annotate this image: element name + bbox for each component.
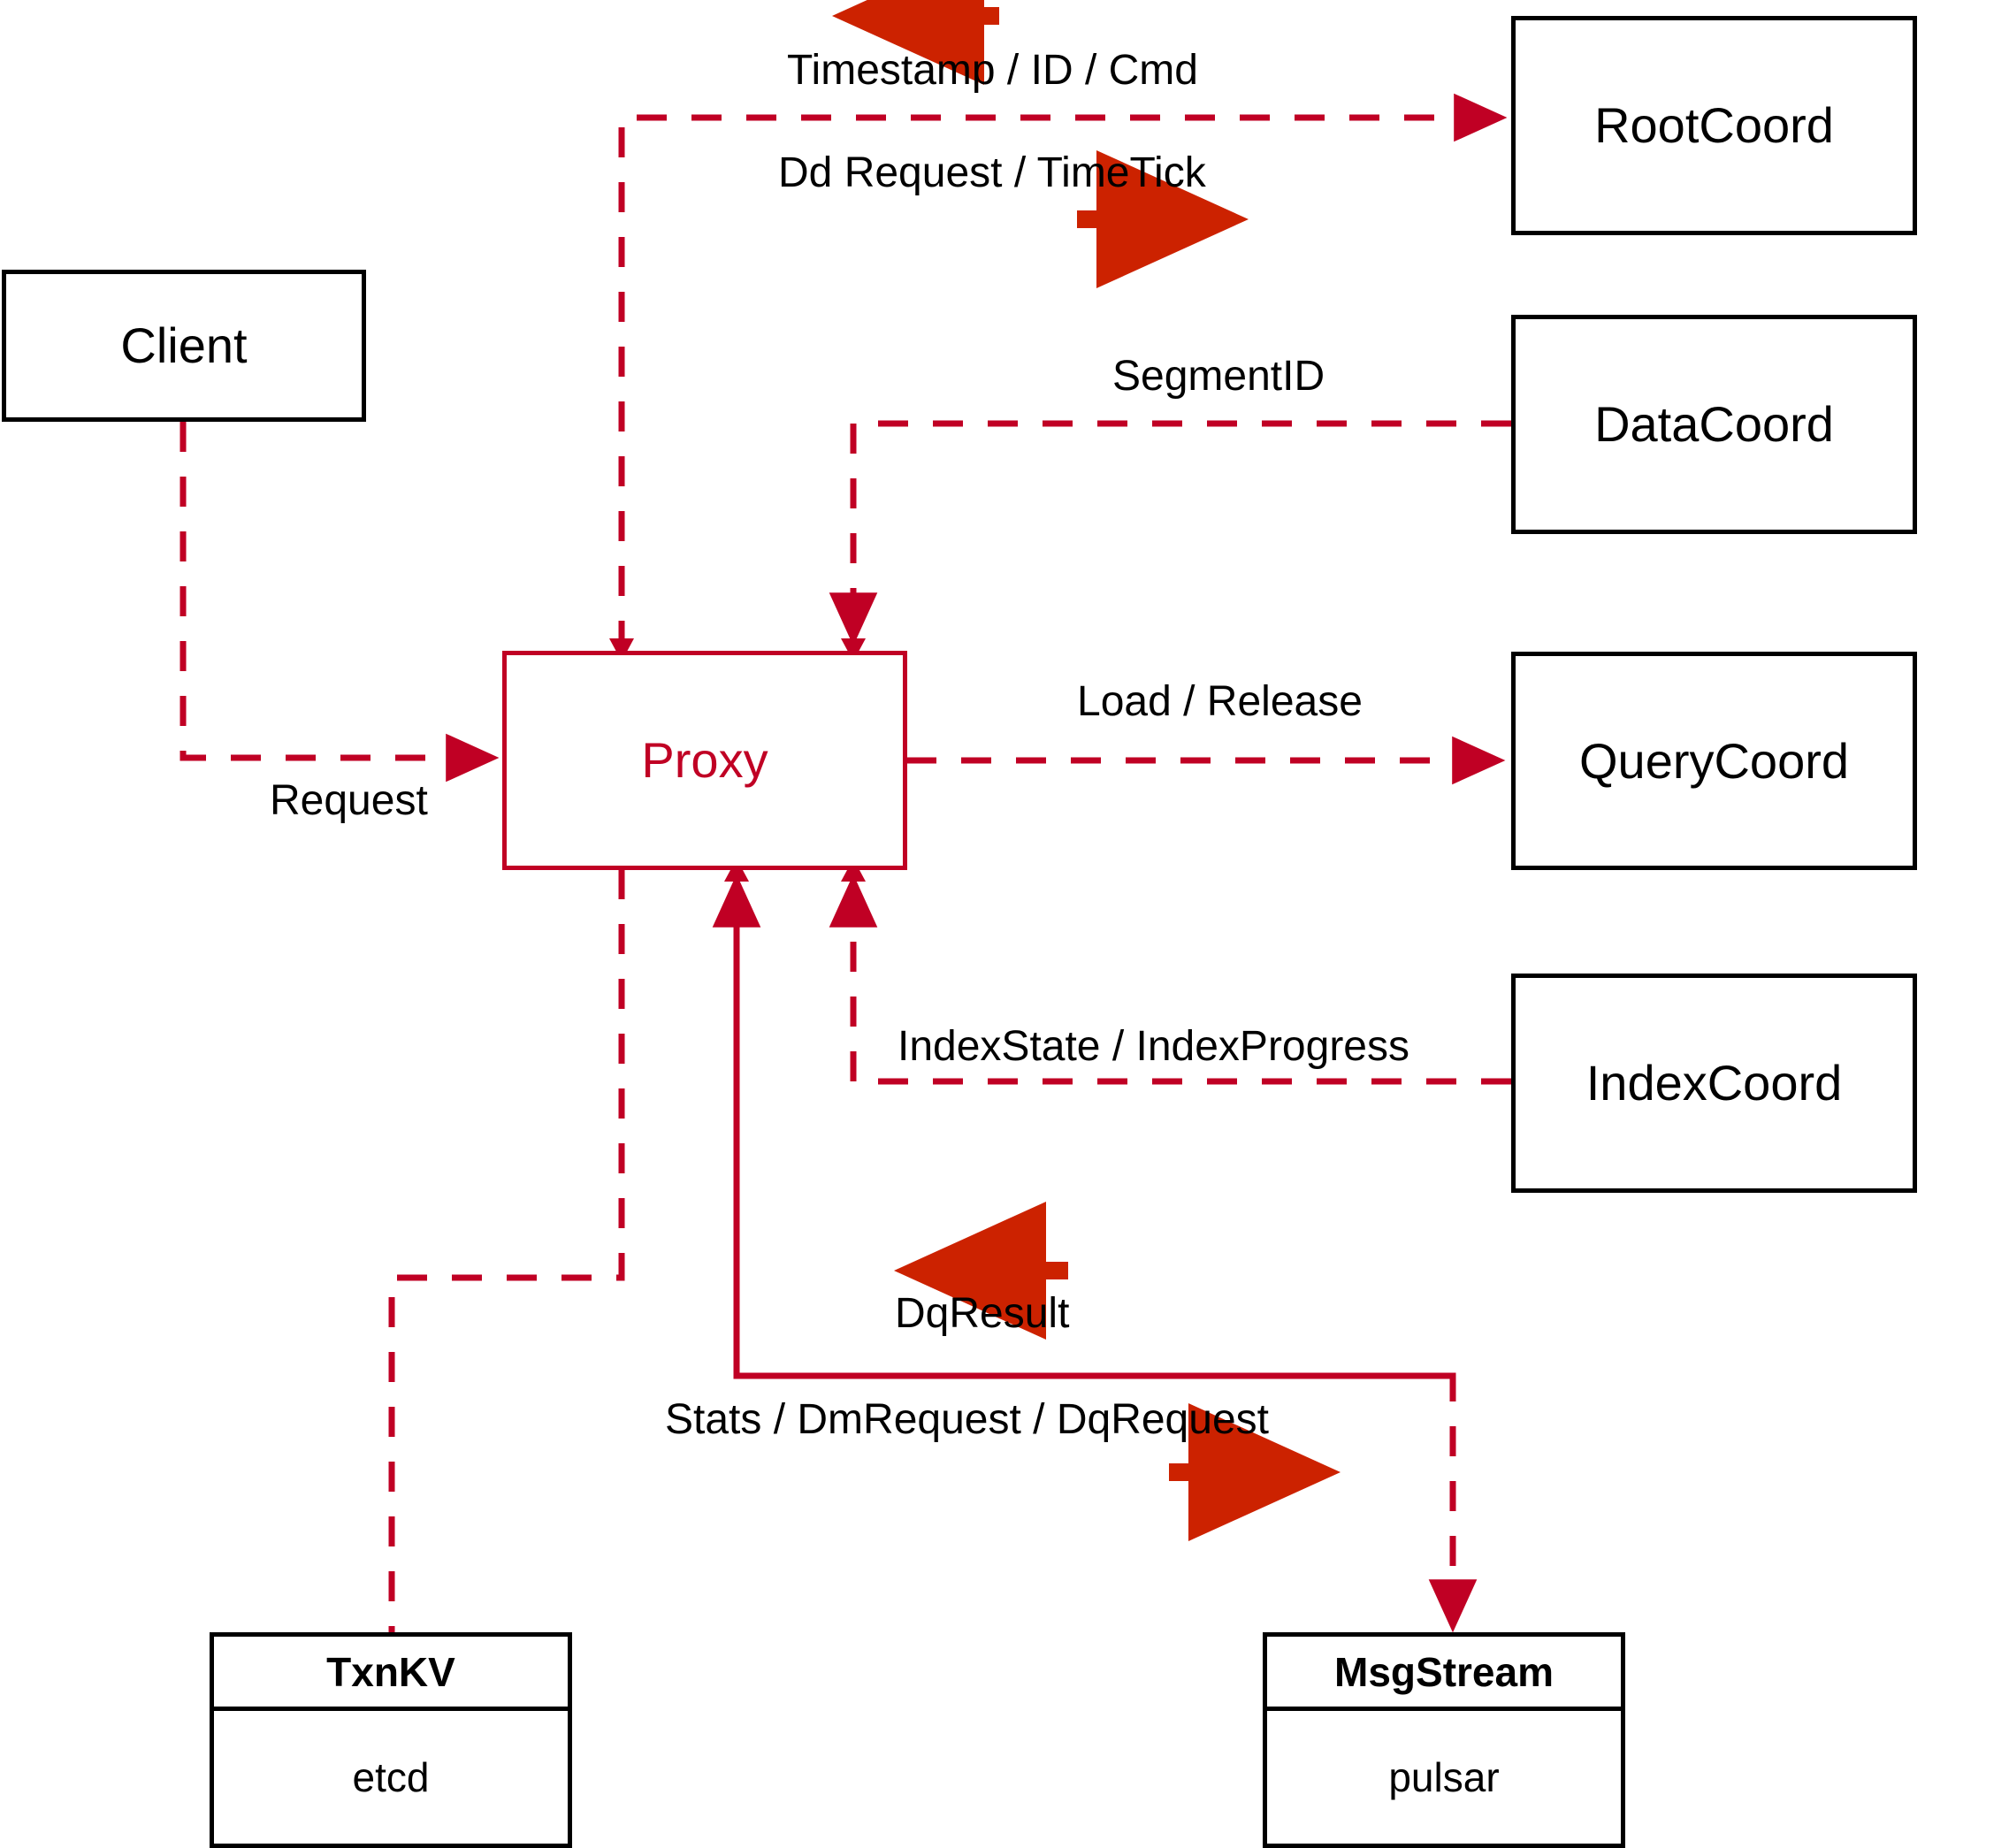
node-client-label: Client: [120, 317, 248, 373]
edge-label-index-state-progress: IndexState / IndexProgress: [898, 1023, 1409, 1070]
edge-label-load-release: Load / Release: [1077, 678, 1363, 725]
edge-label-dd-request-timetick: Dd Request / TimeTick: [778, 149, 1206, 196]
edge-proxy-to-txnkv: [388, 869, 625, 1632]
edge-label-segment-id: SegmentID: [1112, 353, 1325, 400]
node-msgstream-body: pulsar: [1267, 1711, 1621, 1844]
node-txnkv-body: etcd: [214, 1711, 568, 1844]
node-indexcoord[interactable]: IndexCoord: [1511, 974, 1917, 1193]
edge-label-request: Request: [270, 777, 428, 824]
edge-proxy-to-msgstream: [733, 882, 1478, 1633]
edge-indexcoord-to-proxy: [829, 874, 1511, 1085]
node-txnkv-header: TxnKV: [214, 1637, 568, 1711]
edge-label-dq-result: DqResult: [895, 1290, 1070, 1337]
node-rootcoord-label: RootCoord: [1594, 97, 1834, 153]
edge-label-timestamp-id-cmd: Timestamp / ID / Cmd: [787, 47, 1198, 94]
node-querycoord-label: QueryCoord: [1578, 732, 1850, 789]
node-client[interactable]: Client: [2, 270, 366, 422]
node-datacoord[interactable]: DataCoord: [1511, 315, 1917, 534]
edge-client-to-proxy: [180, 422, 500, 783]
node-indexcoord-label: IndexCoord: [1585, 1055, 1843, 1111]
edge-proxy-to-rootcoord: [618, 93, 1508, 651]
node-querycoord[interactable]: QueryCoord: [1511, 652, 1917, 870]
proxy-edge-arrowheads: [609, 638, 866, 882]
node-msgstream-impl: pulsar: [1388, 1754, 1500, 1800]
node-proxy[interactable]: Proxy: [502, 651, 907, 870]
edge-label-stats-dm-dq: Stats / DmRequest / DqRequest: [665, 1396, 1269, 1443]
edge-msgstream-to-proxy: [712, 874, 1453, 1379]
node-txnkv-title: TxnKV: [326, 1648, 455, 1695]
node-txnkv[interactable]: TxnKV etcd: [210, 1632, 572, 1848]
edge-datacoord-to-proxy: [829, 420, 1511, 646]
node-txnkv-impl: etcd: [352, 1754, 430, 1800]
node-rootcoord[interactable]: RootCoord: [1511, 16, 1917, 235]
node-proxy-label: Proxy: [641, 732, 768, 788]
node-msgstream-title: MsgStream: [1334, 1648, 1554, 1695]
node-datacoord-label: DataCoord: [1594, 396, 1834, 452]
node-msgstream-header: MsgStream: [1267, 1637, 1621, 1711]
node-msgstream[interactable]: MsgStream pulsar: [1263, 1632, 1625, 1848]
